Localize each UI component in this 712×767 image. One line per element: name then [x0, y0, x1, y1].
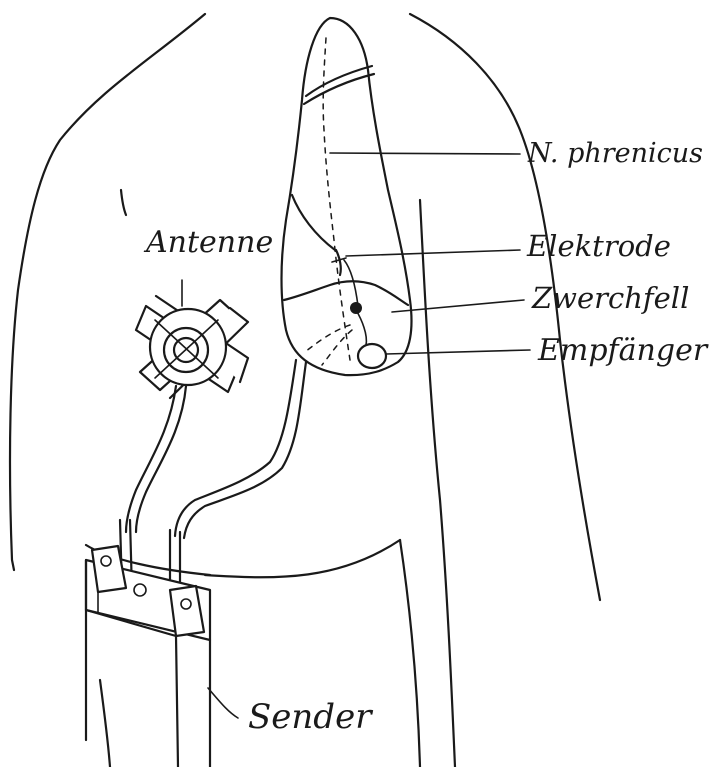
receiver: [358, 344, 386, 368]
cables: [126, 360, 306, 538]
label-sender: Sender: [248, 700, 371, 734]
label-empfaenger: Empfänger: [538, 336, 707, 366]
label-phrenicus: N. phrenicus: [528, 140, 703, 167]
sender-box: [86, 520, 210, 767]
electrode-wire: [356, 310, 366, 345]
torso-outline: [10, 14, 600, 767]
lung-region: [282, 18, 412, 375]
diaphragm-dot: [350, 302, 362, 314]
antenna: [136, 296, 248, 398]
label-zwerchfell: Zwerchfell: [532, 284, 689, 313]
label-antenne: Antenne: [146, 228, 273, 258]
label-elektrode: Elektrode: [527, 232, 671, 261]
